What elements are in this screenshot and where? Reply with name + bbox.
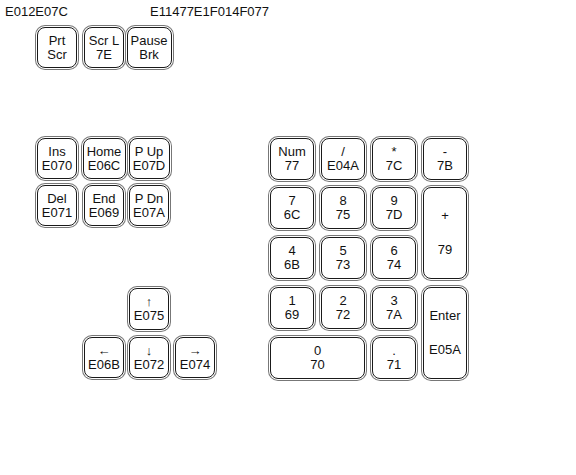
key-name: Pause Brk xyxy=(128,34,171,62)
key-cap: ←E06B xyxy=(84,337,124,378)
key-name: Del xyxy=(47,192,67,206)
scan-code: 6C xyxy=(284,208,301,222)
key-name: 9 xyxy=(390,194,397,208)
key-name: 4 xyxy=(288,244,295,258)
key-cap: -7B xyxy=(423,138,467,180)
scan-code: 77 xyxy=(285,159,299,173)
key-name: ↓ xyxy=(146,344,153,358)
key-cap: Pause Brk xyxy=(127,27,172,68)
key-cap: 875 xyxy=(321,187,365,229)
key-cap: Prt Scr xyxy=(37,27,77,68)
scan-code: E072 xyxy=(134,358,164,372)
key-cap: 37A xyxy=(372,287,416,329)
scan-code: 75 xyxy=(336,208,350,222)
key-cap: EnterE05A xyxy=(423,287,467,379)
scan-code: 7E xyxy=(96,48,112,62)
key-name: 2 xyxy=(339,294,346,308)
scan-code: E07D xyxy=(133,159,166,173)
scan-code: 7A xyxy=(386,308,402,322)
key-cap: 070 xyxy=(270,337,365,379)
key-name: 7 xyxy=(288,194,295,208)
scan-code: E04A xyxy=(327,159,359,173)
scan-code: 72 xyxy=(336,308,350,322)
key-cap: 76C xyxy=(270,187,314,229)
scan-code: E069 xyxy=(89,206,119,220)
key-cap: ↓E072 xyxy=(129,337,169,378)
scan-code: E075 xyxy=(134,309,164,323)
scan-code: 69 xyxy=(285,308,299,322)
key-cap: 272 xyxy=(321,287,365,329)
key-name: P Up xyxy=(135,145,164,159)
key-name: - xyxy=(443,145,447,159)
key-cap: P UpE07D xyxy=(129,138,170,179)
scan-code: 70 xyxy=(310,358,324,372)
scan-code-sequence: E11477E1F014F077 xyxy=(150,4,269,19)
key-name: 5 xyxy=(339,244,346,258)
scan-code: 79 xyxy=(438,243,452,257)
key-cap: DelE071 xyxy=(37,185,77,226)
scan-code: 7C xyxy=(386,159,403,173)
key-name: ↑ xyxy=(146,295,153,309)
key-cap: Num77 xyxy=(270,138,314,180)
key-name: ← xyxy=(98,344,111,358)
key-cap: +79 xyxy=(423,187,467,279)
key-name: End xyxy=(92,192,115,206)
scan-code: 74 xyxy=(387,258,401,272)
scan-code: 71 xyxy=(387,358,401,372)
key-name: / xyxy=(341,145,345,159)
scan-code: E06B xyxy=(88,358,120,372)
key-name: 0 xyxy=(314,344,321,358)
scan-code: 7D xyxy=(386,208,403,222)
key-cap: 97D xyxy=(372,187,416,229)
key-cap: 169 xyxy=(270,287,314,329)
key-cap: 46B xyxy=(270,237,314,279)
key-name: P Dn xyxy=(135,192,164,206)
key-cap: →E074 xyxy=(175,337,215,378)
scan-code-sequence: E012E07C xyxy=(5,4,68,19)
key-cap: /E04A xyxy=(321,138,365,180)
key-name: Home xyxy=(87,145,122,159)
scan-code: E06C xyxy=(88,159,121,173)
scan-code: E074 xyxy=(180,358,210,372)
scan-code: 6B xyxy=(284,258,300,272)
scan-code: 73 xyxy=(336,258,350,272)
key-cap: .71 xyxy=(372,337,416,379)
key-name: 8 xyxy=(339,194,346,208)
key-name: Num xyxy=(278,145,305,159)
scan-code: E071 xyxy=(42,206,72,220)
key-cap: ↑E075 xyxy=(129,288,169,330)
key-cap: EndE069 xyxy=(84,185,124,226)
key-name: . xyxy=(392,344,396,358)
scan-code: E070 xyxy=(42,159,72,173)
key-cap: P DnE07A xyxy=(129,185,169,226)
key-name: → xyxy=(189,344,202,358)
key-name: Ins xyxy=(48,145,65,159)
key-name: + xyxy=(441,209,449,223)
scan-code: 7B xyxy=(437,159,453,173)
key-name: 6 xyxy=(390,244,397,258)
key-cap: Scr L7E xyxy=(84,27,124,68)
key-name: Enter xyxy=(429,309,460,323)
scan-code: E07A xyxy=(133,206,165,220)
key-cap: HomeE06C xyxy=(83,138,126,179)
key-name: 3 xyxy=(390,294,397,308)
key-cap: 674 xyxy=(372,237,416,279)
key-name: Scr L xyxy=(89,34,119,48)
key-name: * xyxy=(391,145,396,159)
key-name: Prt Scr xyxy=(38,34,76,62)
key-name: 1 xyxy=(288,294,295,308)
key-cap: 573 xyxy=(321,237,365,279)
key-cap: *7C xyxy=(372,138,416,180)
key-cap: InsE070 xyxy=(37,138,77,179)
scan-code: E05A xyxy=(429,343,461,357)
